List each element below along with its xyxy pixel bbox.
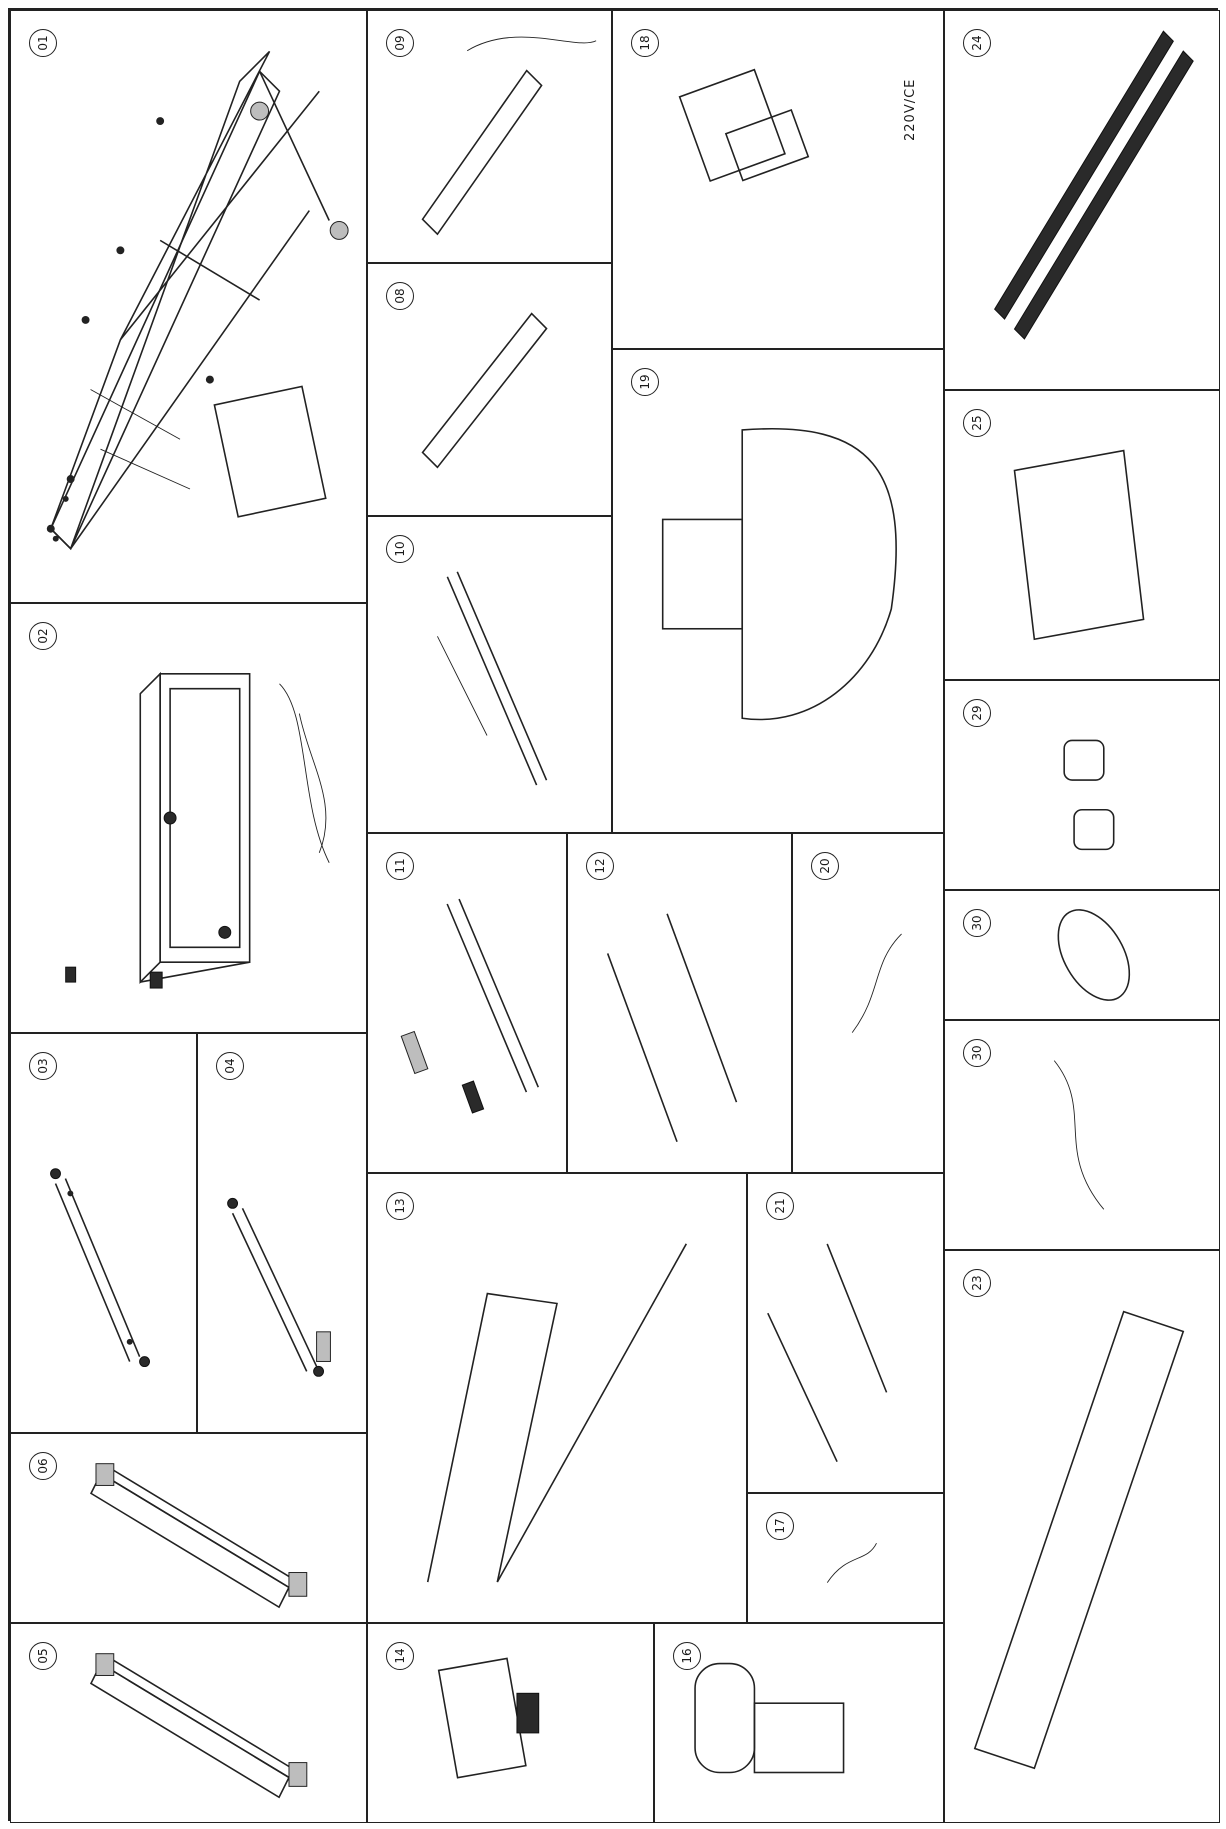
- deck-drawing: [973, 1310, 1185, 1770]
- panel-17-cable-clip: 17: [747, 1493, 944, 1623]
- panel-10-crossbar: 10: [367, 516, 612, 833]
- cable-drawing: [851, 933, 902, 1033]
- support-bar-drawing: [90, 1463, 308, 1609]
- roller-tube-drawing: [400, 898, 540, 1114]
- panel-18-number: 18: [631, 29, 659, 57]
- handrail-right-drawing: [421, 312, 548, 469]
- panel-03-number: 03: [29, 1052, 57, 1080]
- panel-22-deck: 23: [944, 1250, 1220, 1823]
- panel-06-number: 06: [29, 1452, 57, 1480]
- panel-20-cable: 20: [792, 833, 944, 1173]
- panel-02-upright-frame: 02: [10, 603, 367, 1033]
- side-rails-drawing: [994, 30, 1194, 340]
- power-cord-drawing: [1053, 1060, 1105, 1210]
- panel-12-rails: 12: [567, 833, 792, 1173]
- panel-20-number: 20: [811, 852, 839, 880]
- panel-03-upright-left: 03: [10, 1033, 197, 1433]
- panel-24-motor-cover: 25: [944, 390, 1220, 680]
- panel-13-base-frame: 13: [367, 1173, 747, 1623]
- end-caps-drawing: [1063, 739, 1115, 851]
- panel-18-electronics: 18 220V/CE: [612, 10, 944, 349]
- panel-01-main-frame: 01: [10, 10, 367, 603]
- panel-06-support-bar: 06: [10, 1433, 367, 1623]
- base-frame-drawing: [426, 1243, 688, 1583]
- panel-09-handrail-left: 09: [367, 10, 612, 263]
- panel-01-number: 01: [29, 29, 57, 57]
- panel-05-support-bar: 05: [10, 1623, 367, 1823]
- panel-13-number: 13: [386, 1192, 414, 1220]
- panel-21-rollers: 21: [747, 1173, 944, 1493]
- crossbar-drawing: [437, 571, 548, 786]
- panel-05-number: 05: [29, 1642, 57, 1670]
- upright-frame-drawing: [65, 671, 330, 989]
- panel-19-console: 19: [612, 349, 944, 833]
- motor-drawing: [694, 1662, 845, 1774]
- panel-25-number: 29: [963, 699, 991, 727]
- panel-14-number: 14: [386, 1642, 414, 1670]
- support-bar-2-drawing: [89, 1653, 308, 1799]
- rollers-drawing: [767, 1243, 888, 1463]
- panel-02-number: 02: [29, 622, 57, 650]
- upright-left-drawing: [50, 1168, 150, 1368]
- panel-16-motor: 16: [654, 1623, 944, 1823]
- panel-23-number: 24: [963, 29, 991, 57]
- panel-19-number: 19: [631, 368, 659, 396]
- panel-11-roller-tube: 11: [367, 833, 567, 1173]
- panel-08-handrail-right: 08: [367, 263, 612, 516]
- motor-cover-drawing: [1013, 449, 1145, 641]
- panel-21-number: 21: [766, 1192, 794, 1220]
- main-frame-drawing: [46, 50, 349, 551]
- panel-08-number: 08: [386, 282, 414, 310]
- panel-30-power-cord: 30: [944, 1020, 1220, 1250]
- panel-10-number: 10: [386, 535, 414, 563]
- panel-12-number: 12: [586, 852, 614, 880]
- panel-30-number: 30: [963, 1039, 991, 1067]
- panel-22-number: 23: [963, 1269, 991, 1297]
- electronics-drawing: [678, 68, 810, 182]
- motor-bracket-drawing: [437, 1657, 540, 1779]
- voltage-note: 220V/CE: [903, 78, 918, 141]
- panel-25-end-caps: 29: [944, 680, 1220, 890]
- cable-clip-drawing: [826, 1543, 877, 1583]
- belt-drawing: [1057, 909, 1131, 1001]
- panel-23-side-rails: 24: [944, 10, 1220, 390]
- handrail-left-drawing: [421, 36, 597, 236]
- panel-29-belt: 30: [944, 890, 1220, 1020]
- panel-04-upright-right: 04: [197, 1033, 367, 1433]
- panel-04-number: 04: [216, 1052, 244, 1080]
- panel-24-number: 25: [963, 409, 991, 437]
- panel-17-number: 17: [766, 1512, 794, 1540]
- panel-14-motor-bracket: 14: [367, 1623, 654, 1823]
- exploded-parts-sheet: 01 02 03 04: [8, 8, 1220, 1823]
- panel-29-number: 30: [963, 909, 991, 937]
- rails-drawing: [606, 913, 738, 1143]
- panel-11-number: 11: [386, 852, 414, 880]
- upright-right-drawing: [227, 1197, 331, 1377]
- panel-09-number: 09: [386, 29, 414, 57]
- panel-16-number: 16: [673, 1642, 701, 1670]
- console-drawing: [661, 428, 897, 721]
